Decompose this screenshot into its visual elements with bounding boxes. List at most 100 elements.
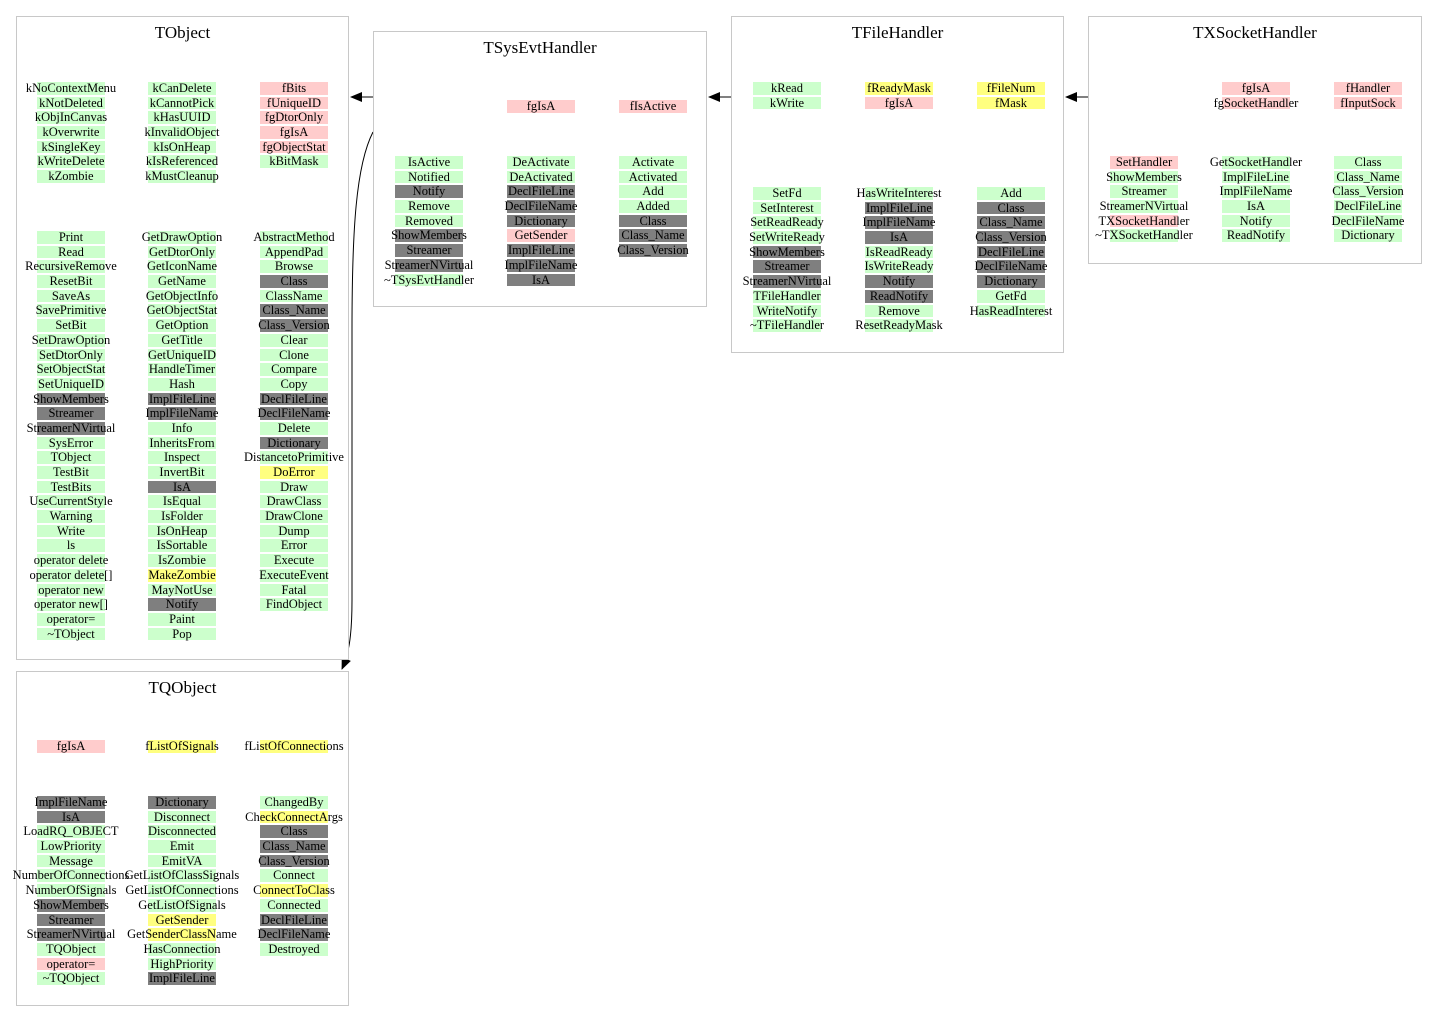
access-highlight — [37, 140, 105, 154]
access-highlight — [148, 392, 216, 406]
access-highlight — [148, 451, 216, 464]
method-item: SetWriteReady — [697, 230, 877, 245]
method-item: AbstractMethod — [204, 230, 384, 245]
access-highlight — [148, 884, 216, 897]
method-item: GetSender — [451, 228, 631, 243]
access-highlight — [260, 155, 328, 169]
method-item: Write — [0, 524, 161, 539]
access-highlight — [260, 289, 328, 303]
access-highlight — [260, 740, 328, 753]
member-item: fgIsA — [0, 739, 161, 754]
access-highlight — [37, 304, 105, 318]
class-title: TXSocketHandler — [1193, 23, 1317, 42]
item-label: IsA — [531, 272, 551, 287]
item-label: GetUniqueID — [147, 347, 217, 362]
access-highlight — [148, 466, 216, 479]
item-label: Warning — [49, 509, 93, 524]
method-item: Warning — [0, 509, 161, 524]
item-label: Class_Version — [617, 243, 689, 258]
item-label: GetSender — [155, 912, 209, 927]
access-highlight — [977, 82, 1045, 95]
item-label: MakeZombie — [148, 567, 216, 582]
access-highlight — [148, 421, 216, 435]
access-highlight — [148, 539, 216, 553]
method-item: SetHandler — [1054, 155, 1234, 170]
item-label: Execute — [273, 553, 315, 568]
item-label: TestBits — [50, 479, 92, 494]
item-label: LoadRQ_OBJECT — [23, 824, 119, 839]
method-item: SysError — [0, 436, 161, 451]
access-highlight — [507, 229, 575, 243]
method-item: Notify — [339, 184, 519, 199]
access-highlight — [1222, 229, 1290, 243]
method-item: WriteNotify — [697, 304, 877, 319]
method-item: Inspect — [92, 450, 272, 465]
method-item: SavePrimitive — [0, 303, 161, 318]
access-highlight — [37, 377, 105, 391]
method-item: Class_Version — [204, 318, 384, 333]
item-label: IsOnHeap — [156, 523, 208, 538]
method-item: Streamer — [0, 913, 161, 928]
method-item: Class_Name — [921, 215, 1101, 230]
method-item: Class_Name — [204, 303, 384, 318]
member-item: fListOfConnections — [204, 739, 384, 754]
item-label: SaveAs — [51, 288, 91, 303]
item-label: ChangedBy — [264, 795, 324, 809]
access-highlight — [1334, 170, 1402, 184]
access-highlight — [148, 972, 216, 985]
access-highlight — [260, 825, 328, 839]
item-label: kHasUUID — [153, 110, 211, 125]
item-label: DeclFileName — [504, 199, 578, 214]
member-item: fgIsA — [1166, 81, 1346, 96]
access-highlight — [865, 96, 933, 110]
method-item: Streamer — [1054, 184, 1234, 199]
method-item: Notified — [339, 170, 519, 185]
access-highlight — [260, 82, 328, 95]
method-item: CheckConnectArgs — [204, 810, 384, 825]
access-highlight — [37, 627, 105, 641]
item-label: fInputSock — [1340, 95, 1396, 110]
item-label: ls — [66, 538, 76, 553]
item-label: Inspect — [163, 450, 201, 465]
access-highlight — [865, 216, 933, 230]
item-label: kNoContextMenu — [25, 81, 117, 95]
method-item: TFileHandler — [697, 289, 877, 304]
method-item: GetObjectInfo — [92, 289, 272, 304]
item-label: kSingleKey — [41, 139, 101, 154]
item-label: ShowMembers — [33, 897, 109, 912]
item-label: ReadNotify — [1226, 228, 1286, 243]
item-label: ~TQObject — [42, 971, 100, 986]
method-item: Class — [1278, 155, 1437, 170]
method-item: Add — [921, 186, 1101, 201]
item-label: SetBit — [55, 318, 87, 333]
item-label: HandleTimer — [148, 362, 216, 377]
access-highlight — [507, 273, 575, 287]
item-label: Activate — [631, 155, 675, 169]
method-item: ResetReadyMask — [809, 318, 989, 333]
access-highlight — [977, 260, 1045, 274]
access-highlight — [619, 100, 687, 113]
method-item: Removed — [339, 214, 519, 229]
method-item: GetOption — [92, 318, 272, 333]
access-highlight — [148, 598, 216, 611]
access-highlight — [865, 231, 933, 244]
access-highlight — [37, 260, 105, 274]
access-highlight — [507, 170, 575, 184]
item-label: ShowMembers — [391, 228, 467, 243]
method-item: GetListOfSignals — [92, 898, 272, 913]
item-label: Class — [1354, 155, 1382, 169]
access-highlight — [260, 466, 328, 479]
item-label: ConnectToClass — [253, 883, 335, 898]
item-label: SetInterest — [760, 200, 814, 215]
method-item: ImplFileLine — [92, 971, 272, 986]
method-item: GetListOfConnections — [92, 883, 272, 898]
item-label: Class_Name — [1336, 169, 1400, 184]
method-item: GetObjectStat — [92, 303, 272, 318]
